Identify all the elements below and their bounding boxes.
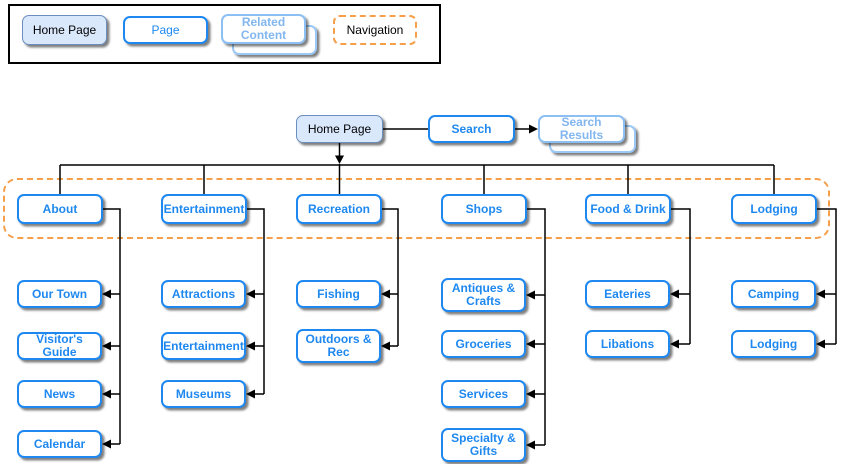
- node-fishing[interactable]: Fishing: [296, 280, 381, 308]
- node-visitors-guide[interactable]: Visitor's Guide: [17, 332, 102, 360]
- node-recreation[interactable]: Recreation: [296, 194, 382, 224]
- legend-navigation[interactable]: Navigation: [333, 15, 417, 45]
- node-home-page[interactable]: Home Page: [296, 115, 383, 143]
- node-museums-label: Museums: [175, 386, 232, 401]
- node-entertainment[interactable]: Entertainment: [161, 194, 247, 224]
- legend-page-label: Page: [151, 22, 180, 37]
- node-about-label: About: [42, 201, 78, 216]
- node-groceries[interactable]: Groceries: [441, 330, 526, 358]
- node-attractions[interactable]: Attractions: [161, 280, 246, 308]
- node-specialty-gifts-label: Specialty & Gifts: [451, 431, 516, 458]
- node-libations[interactable]: Libations: [585, 330, 670, 358]
- legend-related-content[interactable]: Related Content: [221, 14, 306, 44]
- node-fishing-label: Fishing: [317, 286, 360, 301]
- node-our-town-label: Our Town: [31, 286, 88, 301]
- node-services[interactable]: Services: [441, 380, 526, 408]
- node-groceries-label: Groceries: [455, 336, 512, 351]
- legend-home-page-label: Home Page: [32, 22, 97, 37]
- legend-page[interactable]: Page: [123, 16, 208, 44]
- node-food-drink[interactable]: Food & Drink: [585, 194, 671, 224]
- node-news-label: News: [43, 386, 76, 401]
- node-news[interactable]: News: [17, 380, 102, 408]
- node-shops-label: Shops: [465, 201, 503, 216]
- node-shops[interactable]: Shops: [441, 194, 527, 224]
- node-libations-label: Libations: [600, 336, 655, 351]
- node-recreation-label: Recreation: [307, 201, 371, 216]
- node-outdoors-rec-label: Outdoors & Rec: [305, 332, 372, 359]
- node-specialty-gifts[interactable]: Specialty & Gifts: [441, 428, 526, 462]
- legend-home-page[interactable]: Home Page: [22, 15, 107, 45]
- node-antiques-crafts[interactable]: Antiques & Crafts: [441, 278, 526, 312]
- node-search-results[interactable]: Search Results: [538, 115, 625, 143]
- legend-navigation-label: Navigation: [346, 22, 404, 37]
- node-lodging-label: Lodging: [750, 201, 798, 216]
- node-camping-label: Camping: [747, 286, 800, 301]
- node-search-label: Search: [451, 121, 492, 136]
- node-camping[interactable]: Camping: [731, 280, 816, 308]
- node-home-page-label: Home Page: [307, 121, 372, 136]
- node-food-drink-label: Food & Drink: [590, 201, 666, 216]
- node-attractions-label: Attractions: [171, 286, 236, 301]
- node-calendar[interactable]: Calendar: [17, 430, 102, 458]
- legend-related-content-label: Related Content: [240, 15, 287, 42]
- node-calendar-label: Calendar: [33, 436, 86, 451]
- legend-frame: [8, 4, 441, 64]
- node-eateries[interactable]: Eateries: [585, 280, 670, 308]
- node-visitors-guide-label: Visitor's Guide: [36, 332, 83, 359]
- node-entertainment-label: Entertainment: [163, 201, 245, 216]
- node-lodging-child-label: Lodging: [749, 336, 798, 351]
- node-our-town[interactable]: Our Town: [17, 280, 102, 308]
- node-search[interactable]: Search: [428, 115, 515, 143]
- node-search-results-label: Search Results: [559, 115, 604, 142]
- node-about[interactable]: About: [17, 194, 103, 224]
- node-museums[interactable]: Museums: [161, 380, 246, 408]
- node-entertainment-child[interactable]: Entertainment: [161, 332, 246, 360]
- node-eateries-label: Eateries: [604, 286, 651, 301]
- node-lodging[interactable]: Lodging: [731, 194, 817, 224]
- node-outdoors-rec[interactable]: Outdoors & Rec: [296, 329, 381, 363]
- node-entertainment-child-label: Entertainment: [163, 338, 244, 353]
- node-services-label: Services: [458, 386, 509, 401]
- node-antiques-crafts-label: Antiques & Crafts: [451, 281, 516, 308]
- node-lodging-child[interactable]: Lodging: [731, 330, 816, 358]
